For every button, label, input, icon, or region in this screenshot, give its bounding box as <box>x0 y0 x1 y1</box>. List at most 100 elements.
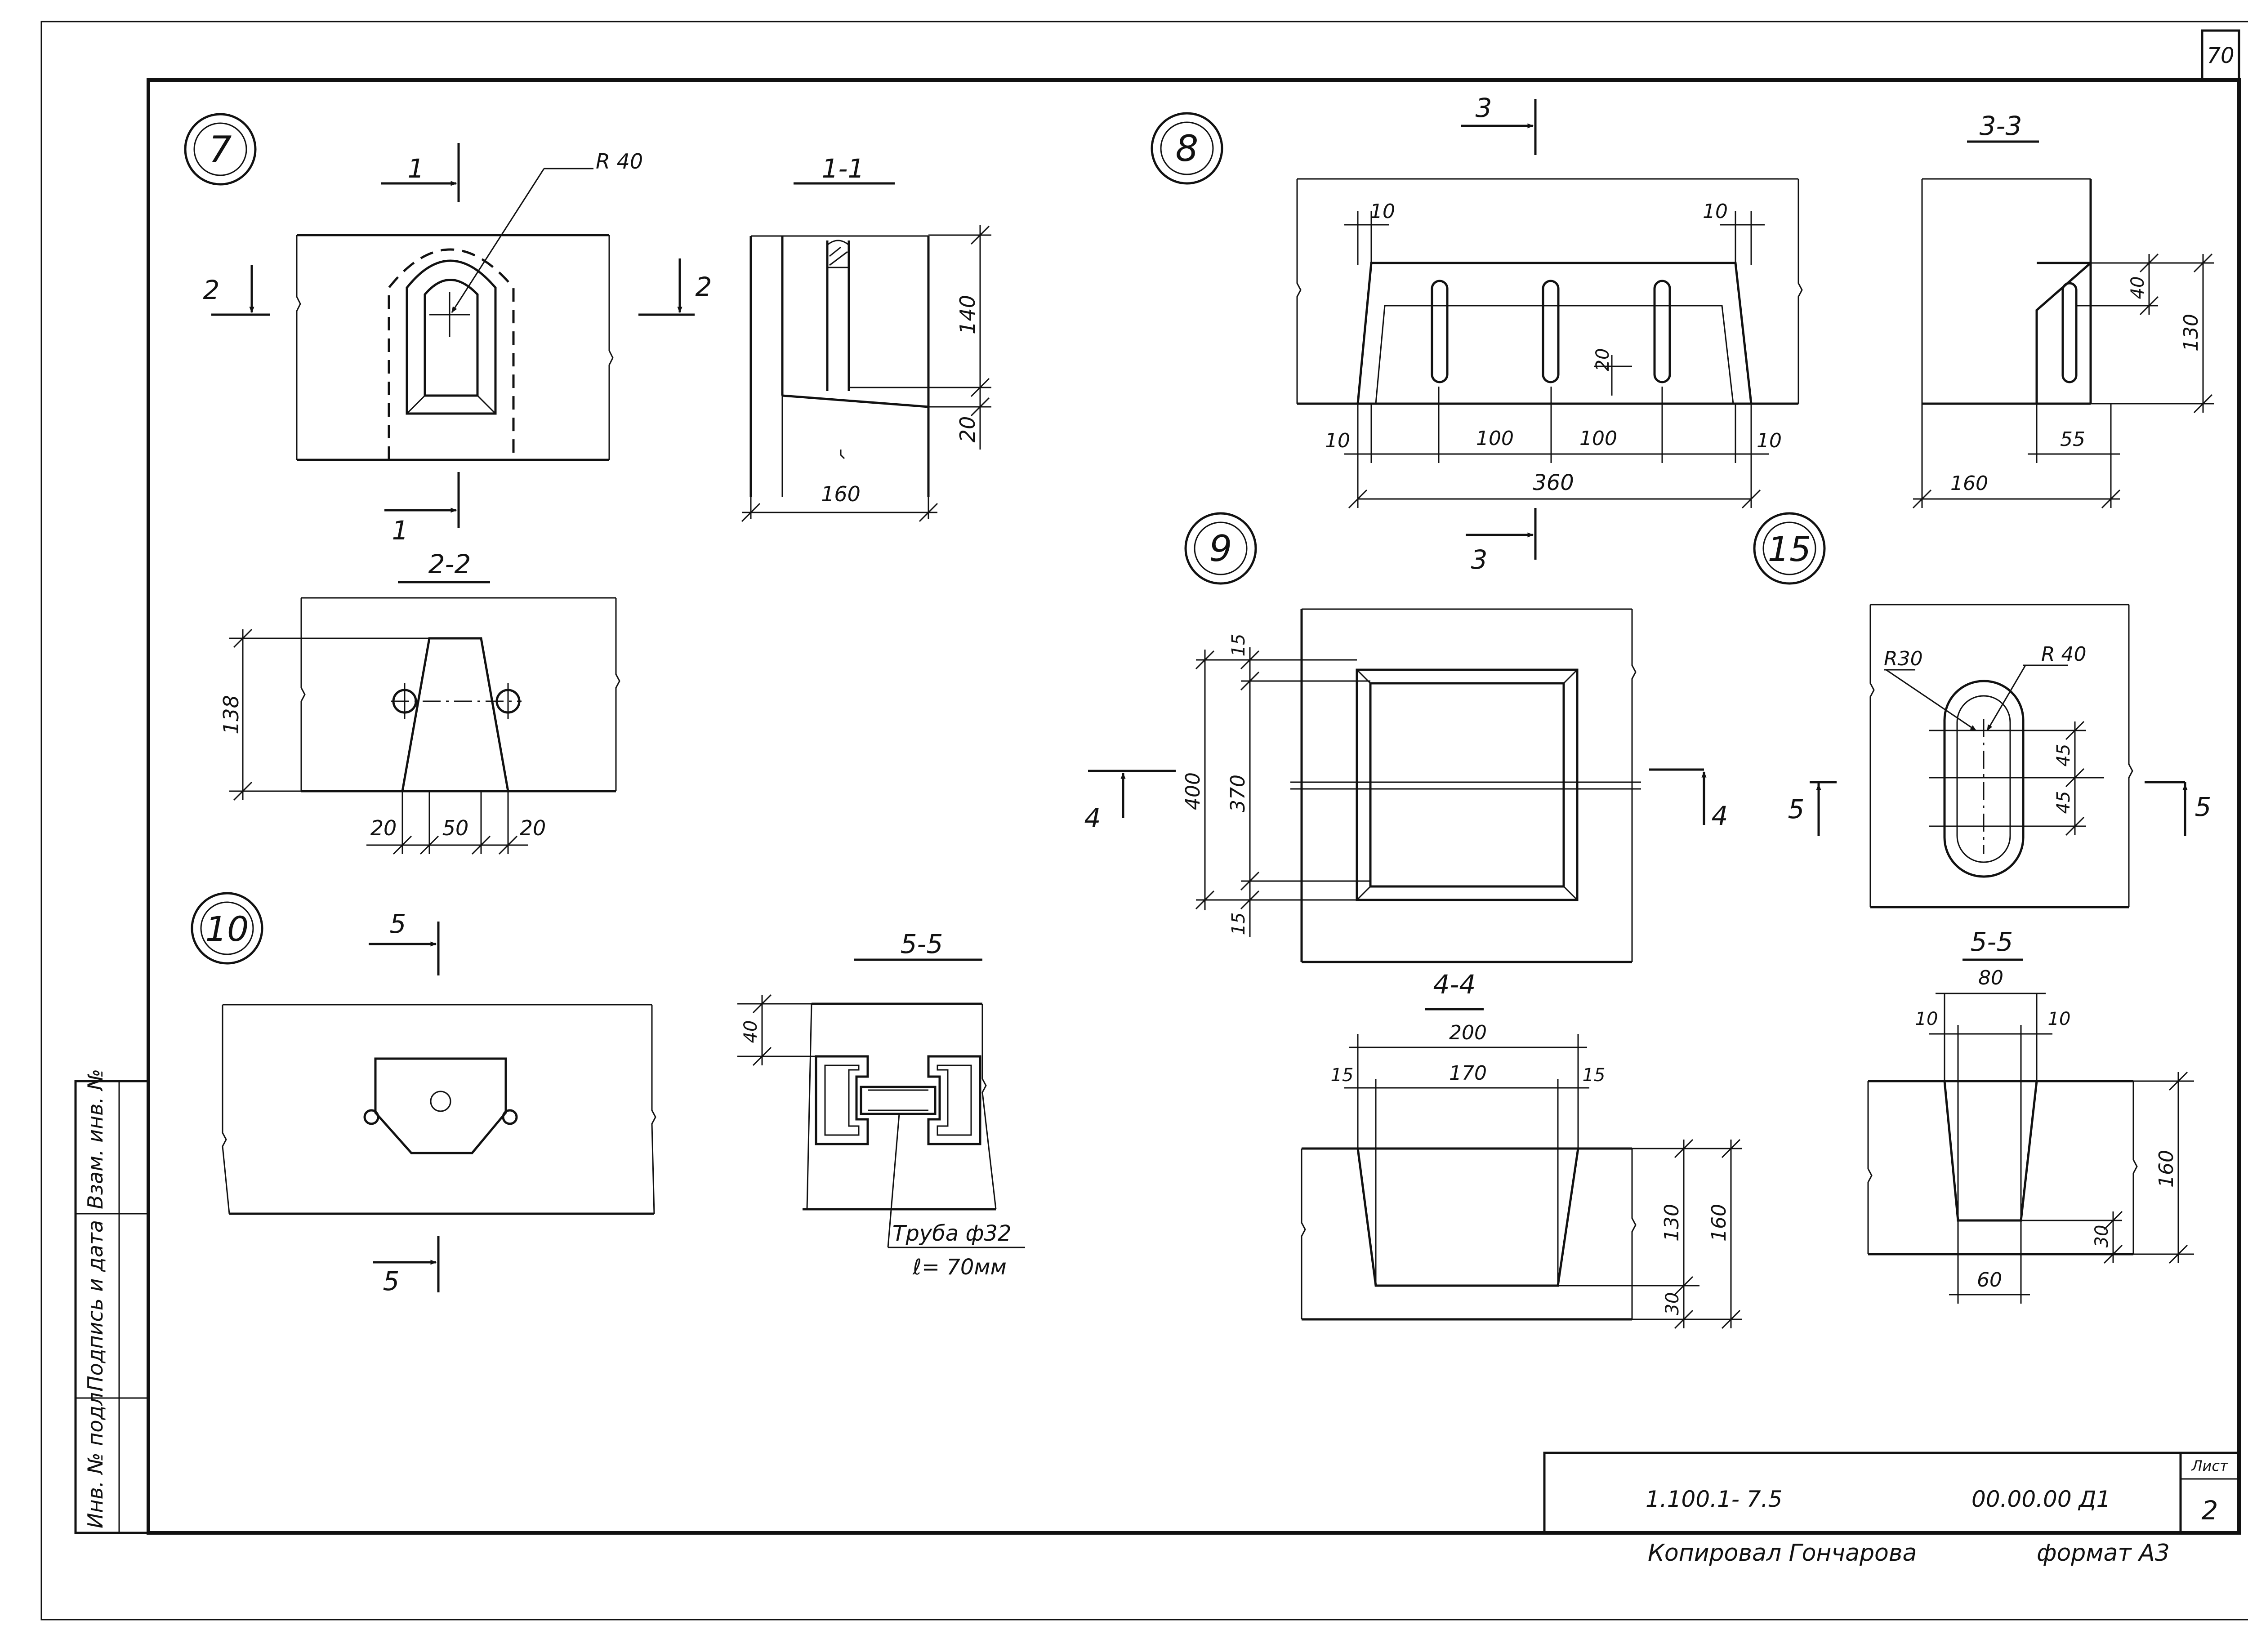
svg-text:15: 15 <box>1768 529 1811 569</box>
svg-text:50: 50 <box>442 816 469 840</box>
svg-text:8: 8 <box>1176 128 1199 169</box>
section-5-5-title-10: 5-5 <box>901 929 943 959</box>
detail-7-radius: R 40 <box>596 149 643 174</box>
svg-text:400: 400 <box>1182 772 1204 810</box>
detail-8-cut-3-top: 3 <box>1461 93 1537 155</box>
drawing-frame <box>147 78 2241 1535</box>
detail-7-marker: 7 <box>184 113 257 186</box>
svg-text:10: 10 <box>1370 200 1395 223</box>
title-block: 1.100.1- 7.5 00.00.00 Д1 Лист 2 <box>1543 1452 2240 1534</box>
svg-text:15: 15 <box>1331 1065 1354 1086</box>
svg-text:40: 40 <box>740 1020 761 1043</box>
svg-text:2: 2 <box>203 275 220 305</box>
svg-text:5: 5 <box>2195 792 2212 822</box>
section-3-3: 3-3 40 130 55 <box>1912 111 2214 509</box>
detail-10: 10 5 5 5-5 <box>191 892 1025 1296</box>
svg-text:15: 15 <box>1228 913 1249 935</box>
svg-text:10: 10 <box>1325 429 1350 452</box>
section-2-2: 2-2 138 <box>219 549 620 855</box>
title-code: 00.00.00 Д1 <box>1971 1486 2110 1512</box>
detail-15-marker: 15 <box>1753 512 1826 585</box>
detail-9-cut-4-right: 4 <box>1649 768 1728 831</box>
format-label: формат А3 <box>2037 1540 2170 1567</box>
svg-text:10: 10 <box>1915 1009 1938 1029</box>
side-stamp-2: Подпись и дата <box>83 1220 107 1391</box>
detail-10-cut-5-top: 5 <box>369 908 440 975</box>
detail-15-cut-5-left: 5 <box>1788 781 1837 836</box>
svg-text:160: 160 <box>1950 472 1988 495</box>
svg-text:15: 15 <box>1228 634 1249 657</box>
detail-8: 8 3 3 10 10 20 <box>1151 93 2214 575</box>
svg-text:130: 130 <box>2180 314 2203 352</box>
section-5-5-detail-15: 5-5 80 10 10 16 <box>1867 926 2194 1304</box>
title-designation: 1.100.1- 7.5 <box>1646 1486 1782 1512</box>
svg-text:20: 20 <box>1592 348 1613 371</box>
svg-text:2: 2 <box>696 272 712 302</box>
svg-text:10: 10 <box>1757 429 1782 452</box>
detail-7-plan: R 40 1 1 2 2 <box>203 143 712 546</box>
detail-9: 9 4 4 15 <box>1084 512 1742 1329</box>
section-1-1: 1-1 140 20 <box>741 153 991 522</box>
detail-9-cut-4-left: 4 <box>1084 770 1176 833</box>
svg-text:3: 3 <box>1476 93 1492 123</box>
side-stamp: Взам. инв. № Подпись и дата Инв. № подл. <box>74 1069 150 1534</box>
detail-15-cut-5-right: 5 <box>2145 781 2212 836</box>
page-number-box: 70 <box>2201 29 2240 81</box>
svg-text:130: 130 <box>1660 1204 1683 1242</box>
section-5-5-title-15: 5-5 <box>1971 926 2013 957</box>
detail-7: 7 R 40 1 <box>184 113 991 855</box>
detail-7-cut-2-left: 2 <box>203 265 270 316</box>
sheet-number: 2 <box>2202 1495 2218 1526</box>
svg-text:5: 5 <box>383 1266 400 1296</box>
svg-text:80: 80 <box>1978 966 2003 989</box>
svg-text:55: 55 <box>2060 428 2085 451</box>
svg-text:40: 40 <box>2128 276 2148 299</box>
svg-text:10: 10 <box>205 909 249 949</box>
svg-text:1: 1 <box>392 515 409 546</box>
section-2-2-title: 2-2 <box>428 549 471 579</box>
section-4-4: 4-4 200 15 170 15 <box>1301 969 1742 1329</box>
section-3-3-title: 3-3 <box>1980 111 2022 141</box>
section-5-5-detail-10: 5-5 40 Труба ф32 ℓ= 70мм <box>737 929 1025 1280</box>
svg-text:20: 20 <box>520 816 546 840</box>
svg-text:10: 10 <box>2048 1009 2071 1029</box>
svg-text:5: 5 <box>1788 794 1805 824</box>
svg-text:160: 160 <box>2155 1150 2178 1188</box>
svg-text:100: 100 <box>1579 427 1617 450</box>
detail-9-marker: 9 <box>1184 512 1257 585</box>
svg-text:20: 20 <box>370 816 397 840</box>
svg-text:7: 7 <box>209 129 232 170</box>
svg-text:15: 15 <box>1583 1065 1606 1086</box>
svg-text:5: 5 <box>390 908 406 939</box>
svg-text:4: 4 <box>1084 803 1101 833</box>
detail-10-marker: 10 <box>191 892 263 965</box>
page-number: 70 <box>2207 43 2234 68</box>
svg-text:160: 160 <box>1708 1204 1731 1242</box>
svg-text:360: 360 <box>1533 470 1574 495</box>
copied-by: Копировал Гончарова <box>1648 1540 1917 1567</box>
detail-15-radius-1: R30 <box>1884 647 1923 670</box>
svg-text:140: 140 <box>955 295 980 334</box>
svg-text:1: 1 <box>408 153 424 184</box>
pipe-length-note: ℓ= 70мм <box>912 1255 1007 1280</box>
section-4-4-title: 4-4 <box>1433 969 1476 1000</box>
svg-text:100: 100 <box>1476 427 1514 450</box>
sheet-label: Лист <box>2191 1457 2228 1474</box>
outer-sheet-border <box>40 21 2248 1621</box>
svg-text:170: 170 <box>1449 1062 1487 1085</box>
svg-text:30: 30 <box>2092 1225 2112 1248</box>
detail-10-cut-5-bottom: 5 <box>373 1236 440 1296</box>
detail-8-cut-3-bottom: 3 <box>1466 508 1537 575</box>
svg-text:45: 45 <box>2053 744 2074 767</box>
detail-8-marker: 8 <box>1151 112 1223 185</box>
svg-text:3: 3 <box>1471 544 1488 575</box>
svg-text:10: 10 <box>1703 200 1728 223</box>
svg-text:200: 200 <box>1449 1021 1487 1044</box>
svg-text:20: 20 <box>955 416 980 443</box>
detail-15-radius-2: R 40 <box>2041 643 2087 666</box>
side-stamp-3: Взам. инв. № <box>83 1069 107 1209</box>
svg-text:9: 9 <box>1209 528 1232 570</box>
svg-text:138: 138 <box>219 695 243 735</box>
svg-text:30: 30 <box>1662 1292 1683 1315</box>
pipe-note: Труба ф32 <box>892 1221 1012 1246</box>
